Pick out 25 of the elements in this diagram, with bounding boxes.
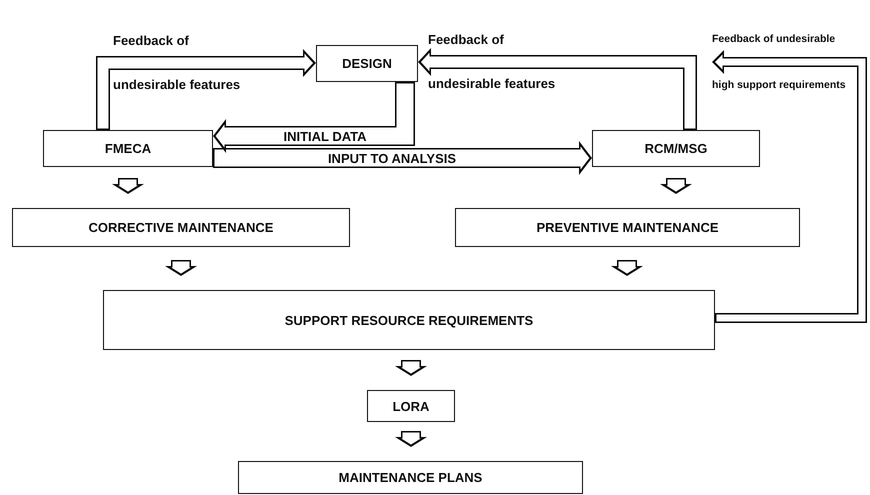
process-box [12, 208, 350, 247]
process-box [316, 45, 418, 82]
box-label: SUPPORT RESOURCE REQUIREMENTS [284, 312, 534, 328]
box-label: FMECA [104, 141, 152, 156]
process-box [592, 130, 760, 167]
block-arrow [712, 50, 867, 323]
box-label: RCM/MSG [644, 141, 708, 156]
box-label: DESIGN [342, 56, 392, 71]
process-box [103, 290, 715, 350]
edge-label: INITIAL DATA [280, 128, 370, 144]
edge-label: INPUT TO ANALYSIS [324, 150, 460, 166]
box-label: PREVENTIVE MAINTENANCE [536, 220, 719, 235]
process-box [367, 390, 455, 422]
box-label: CORRECTIVE MAINTENANCE [88, 220, 274, 235]
process-box [238, 461, 583, 494]
block-arrow [213, 141, 592, 175]
block-arrow [418, 48, 697, 130]
box-label: MAINTENANCE PLANS [338, 470, 482, 485]
process-box [43, 130, 213, 167]
block-arrow [96, 49, 316, 130]
process-box [455, 208, 800, 247]
edge-label: Feedback of undesirable high support requirements [712, 32, 847, 93]
edge-label: Feedback of undesirable features [428, 31, 556, 93]
box-label: LORA [392, 398, 430, 414]
edge-label: Feedback of undesirable features [113, 32, 242, 94]
